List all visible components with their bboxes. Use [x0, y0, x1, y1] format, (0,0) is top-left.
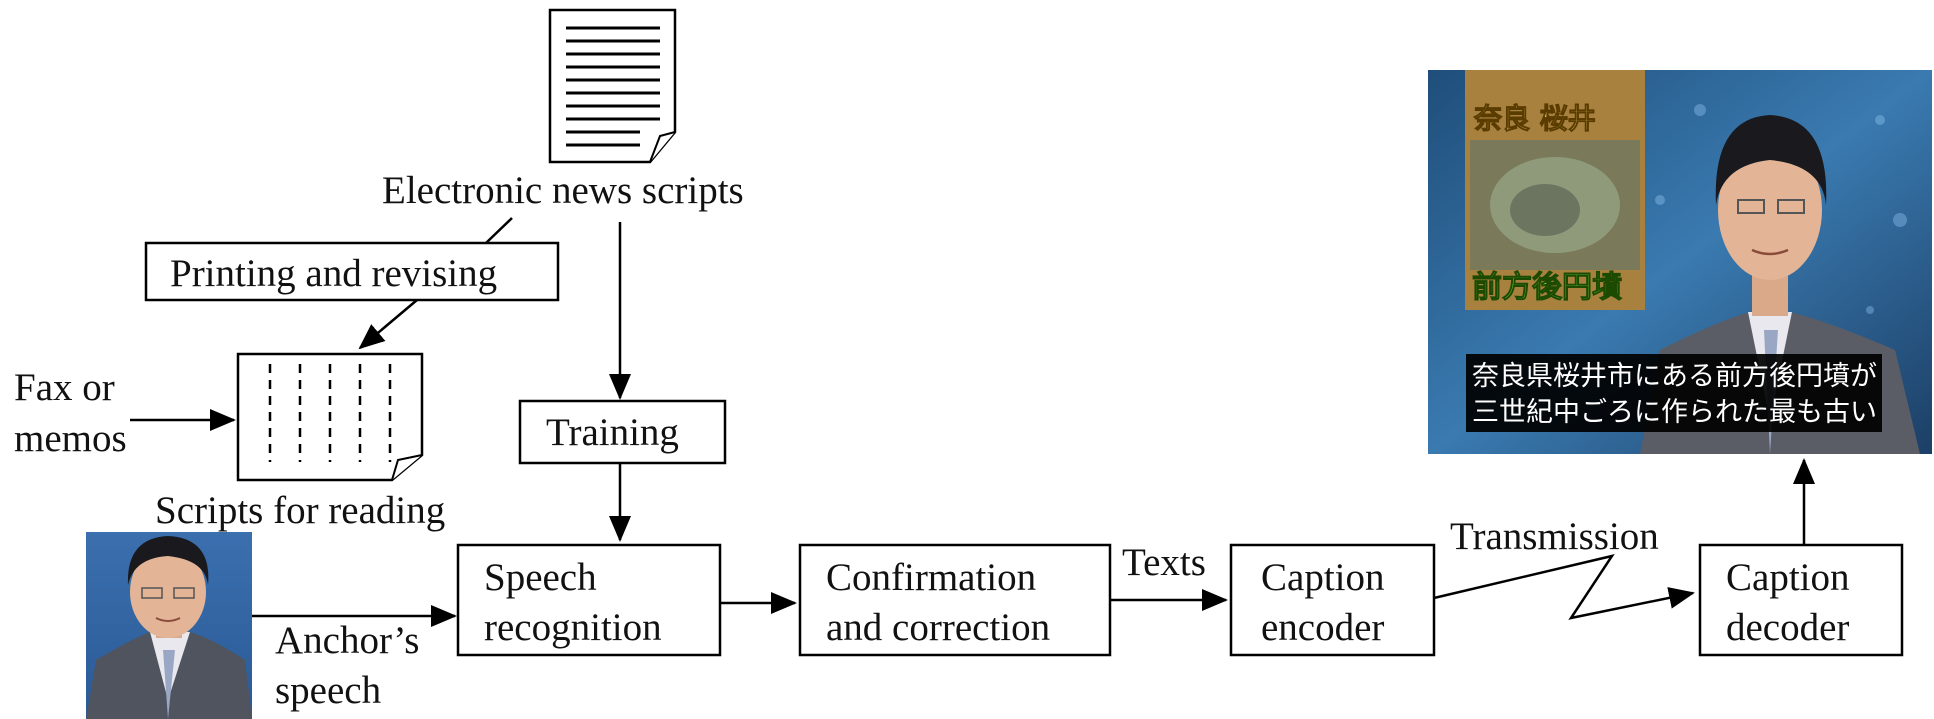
edge-printing-to-reading — [358, 299, 418, 350]
anchor-speech-label-line2: speech — [275, 669, 381, 712]
texts-label: Texts — [1122, 541, 1206, 584]
caption-encoder-label-line1: Caption — [1261, 556, 1385, 599]
speech-recognition-box — [456, 543, 722, 657]
tv-screen-image: 奈良 桜井 前方後円墳 奈良県桜井市にある前方後円墳が 三世紀中ごろに作られた最… — [1428, 70, 1932, 454]
confirmation-label-line1: Confirmation — [826, 556, 1036, 599]
printing-and-revising-label: Printing and revising — [170, 252, 497, 295]
memos-label: memos — [14, 417, 127, 460]
edge-transmission — [1433, 554, 1695, 620]
caption-encoder-label-line2: encoder — [1261, 606, 1384, 649]
caption-encoder-box — [1229, 543, 1436, 657]
scripts-for-reading-label: Scripts for reading — [155, 489, 445, 532]
tv-caption-line1: 奈良県桜井市にある前方後円墳が — [1472, 361, 1877, 392]
transmission-label: Transmission — [1450, 515, 1659, 558]
confirmation-label-line2: and correction — [826, 606, 1050, 649]
fax-or-label: Fax or — [14, 366, 115, 409]
electronic-script-document-icon — [548, 8, 677, 164]
anchor-speech-label-line1: Anchor’s — [275, 619, 419, 662]
caption-decoder-label-line1: Caption — [1726, 556, 1850, 599]
training-box — [518, 399, 727, 465]
electronic-news-scripts-label: Electronic news scripts — [382, 169, 744, 212]
edge-scripts-to-printing — [485, 217, 513, 244]
caption-decoder-label-line2: decoder — [1726, 606, 1849, 649]
speech-recognition-label-line2: recognition — [484, 606, 662, 649]
training-label: Training — [546, 411, 679, 454]
tv-caption-line2: 三世紀中ごろに作られた最も古い — [1472, 397, 1877, 428]
tv-location-text: 奈良 桜井 — [1473, 102, 1596, 135]
printing-and-revising-box — [144, 241, 560, 302]
reading-script-document-icon — [236, 352, 424, 482]
anchor-photo — [86, 532, 252, 719]
tv-site-text: 前方後円墳 — [1472, 270, 1622, 305]
speech-recognition-label-line1: Speech — [484, 556, 597, 599]
caption-decoder-box — [1698, 543, 1904, 657]
